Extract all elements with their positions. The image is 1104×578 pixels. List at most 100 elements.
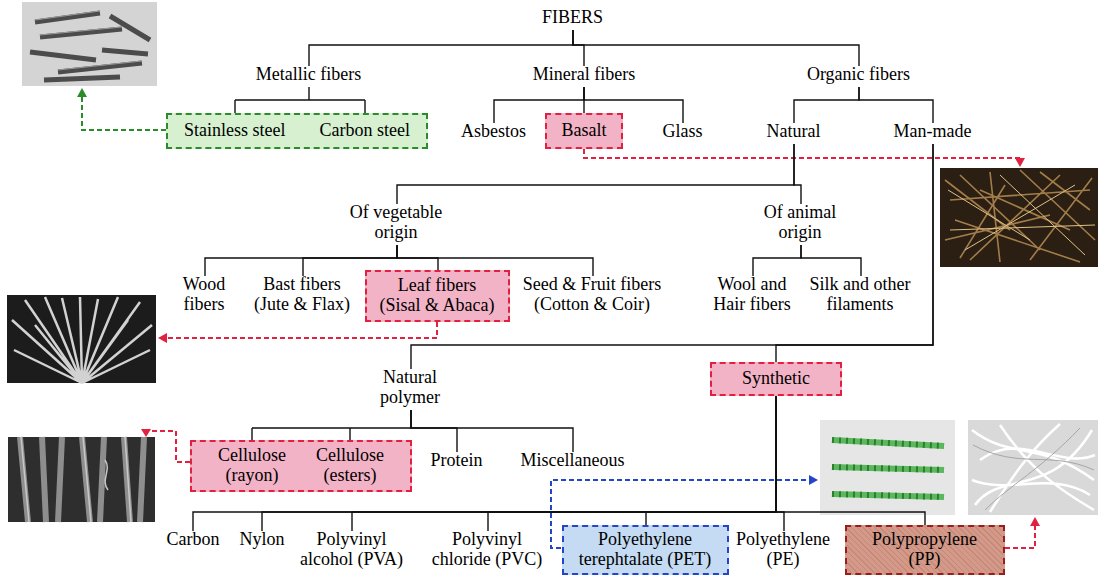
tree-connector	[352, 396, 776, 531]
leader-line	[146, 430, 190, 462]
tree-label: Nylon	[239, 530, 285, 550]
steel-fiber-photo	[22, 2, 157, 86]
node-text: Of animal origin	[754, 203, 846, 243]
node-text: Protein	[430, 451, 483, 471]
tree-label: Silk and other filaments	[799, 275, 922, 315]
tree-label: Wool and Hair fibers	[702, 275, 803, 315]
node-text: Mineral fibers	[532, 65, 636, 85]
node-text: Stainless steel	[184, 121, 286, 141]
tree-connector	[411, 410, 457, 452]
highlighted-box: Polyethylene terephtalate (PET)	[562, 525, 729, 575]
tree-connector	[573, 30, 859, 66]
tree-connector	[776, 144, 933, 362]
cellulose-fibrils	[20, 437, 144, 522]
tree-label: Polyvinyl alcohol (PVA)	[294, 530, 410, 570]
tree-connector	[573, 30, 584, 66]
tree-connector	[309, 30, 573, 66]
tree-connector	[776, 396, 784, 531]
tree-label: Miscellaneous	[520, 451, 625, 471]
node-text: Silk and other filaments	[799, 275, 921, 315]
node-text: Bast fibers (Jute & Flax)	[248, 275, 356, 315]
node-text: Glass	[662, 122, 703, 142]
tree-label: Carbon	[166, 530, 220, 550]
leader-line	[584, 149, 1020, 161]
pet-fiber-strips	[832, 440, 944, 497]
node-text: Cellulose (rayon)	[212, 446, 292, 486]
leaf-fiber-blades	[12, 297, 152, 383]
node-text: Carbon	[166, 530, 220, 550]
node-text: Polyvinyl alcohol (PVA)	[294, 530, 409, 570]
tree-connector	[262, 396, 776, 531]
cellulose-fibril-edges	[21, 437, 131, 522]
highlighted-box: Leaf fibers (Sisal & Abaca)	[365, 270, 510, 322]
tree-label: Man-made	[893, 122, 972, 142]
tree-connector	[776, 396, 925, 525]
tree-connector	[859, 87, 933, 123]
tree-connector	[193, 396, 776, 531]
tree-connector	[794, 144, 801, 204]
node-text: Metallic fibers	[255, 65, 362, 85]
tree-connector	[397, 144, 794, 204]
pp-fiber-photo	[968, 420, 1098, 515]
leaf-fiber-photo	[7, 295, 156, 383]
tree-label: Polyethylene (PE)	[733, 530, 834, 570]
tree-label: Of animal origin	[754, 203, 847, 243]
tree-connector	[488, 396, 776, 531]
steel-fiber-highlight	[35, 11, 142, 70]
node-text: Organic fibers	[806, 65, 911, 85]
leader-line	[82, 95, 166, 130]
node-text: Cellulose (esters)	[310, 446, 390, 486]
node-text: Natural	[766, 122, 821, 142]
tree-connector	[235, 87, 365, 113]
node-text: Polyethylene terephtalate (PET)	[570, 530, 720, 570]
highlighted-box: Basalt	[545, 113, 623, 149]
leader-arrowhead	[1015, 158, 1025, 167]
highlighted-box: Stainless steel Carbon steel	[166, 113, 428, 149]
node-text: Wool and Hair fibers	[702, 275, 802, 315]
leader-arrowhead	[77, 88, 87, 97]
tree-label: Glass	[662, 122, 703, 142]
leader-line	[166, 322, 437, 338]
highlighted-box: Polypropylene (PP)	[845, 525, 1005, 575]
node-text: Basalt	[555, 121, 613, 141]
pp-fiber-shadows	[973, 428, 1094, 510]
tree-label: Protein	[430, 451, 483, 471]
node-text: Synthetic	[720, 369, 832, 389]
pet-fiber-embossing	[832, 440, 944, 497]
tree-label: FIBERS	[541, 8, 604, 28]
node-text: FIBERS	[541, 8, 604, 28]
tree-label: Metallic fibers	[255, 65, 362, 85]
tree-label: Natural	[766, 122, 821, 142]
tree-label: Asbestos	[460, 122, 527, 142]
cellulose-sem-photo	[8, 437, 155, 522]
tree-label: Natural polymer	[371, 368, 450, 408]
node-text: Leaf fibers (Sisal & Abaca)	[375, 276, 499, 316]
tree-connector	[252, 410, 411, 440]
leader-arrowhead	[158, 333, 167, 343]
tree-connector	[794, 87, 859, 123]
tree-connector	[753, 245, 801, 276]
basalt-fiber-highlight	[948, 175, 1095, 255]
tree-label: Organic fibers	[806, 65, 911, 85]
node-text: Nylon	[239, 530, 285, 550]
node-text: Wood fibers	[173, 275, 235, 315]
leader-arrowhead	[1030, 517, 1040, 526]
tree-connector	[411, 144, 933, 369]
node-text: Miscellaneous	[520, 451, 625, 471]
basalt-fiber-strands	[945, 170, 1095, 262]
node-text: Carbon steel	[320, 121, 410, 141]
tree-connector	[801, 245, 861, 276]
basalt-fiber-photo	[940, 168, 1098, 267]
node-text: Polyvinyl chloride (PVC)	[427, 530, 547, 570]
tree-label: Mineral fibers	[532, 65, 636, 85]
highlighted-box: Cellulose (rayon) Cellulose (esters)	[190, 440, 412, 492]
tree-label: Bast fibers (Jute & Flax)	[248, 275, 357, 315]
leader-arrowhead	[809, 475, 818, 485]
pp-fiber-strands	[972, 424, 1095, 512]
tree-connector	[411, 410, 573, 452]
tree-label: Polyvinyl chloride (PVC)	[427, 530, 548, 570]
node-text: Seed & Fruit fibers (Cotton & Coir)	[517, 275, 667, 315]
leader-line	[1005, 524, 1035, 548]
node-text: Man-made	[893, 122, 972, 142]
